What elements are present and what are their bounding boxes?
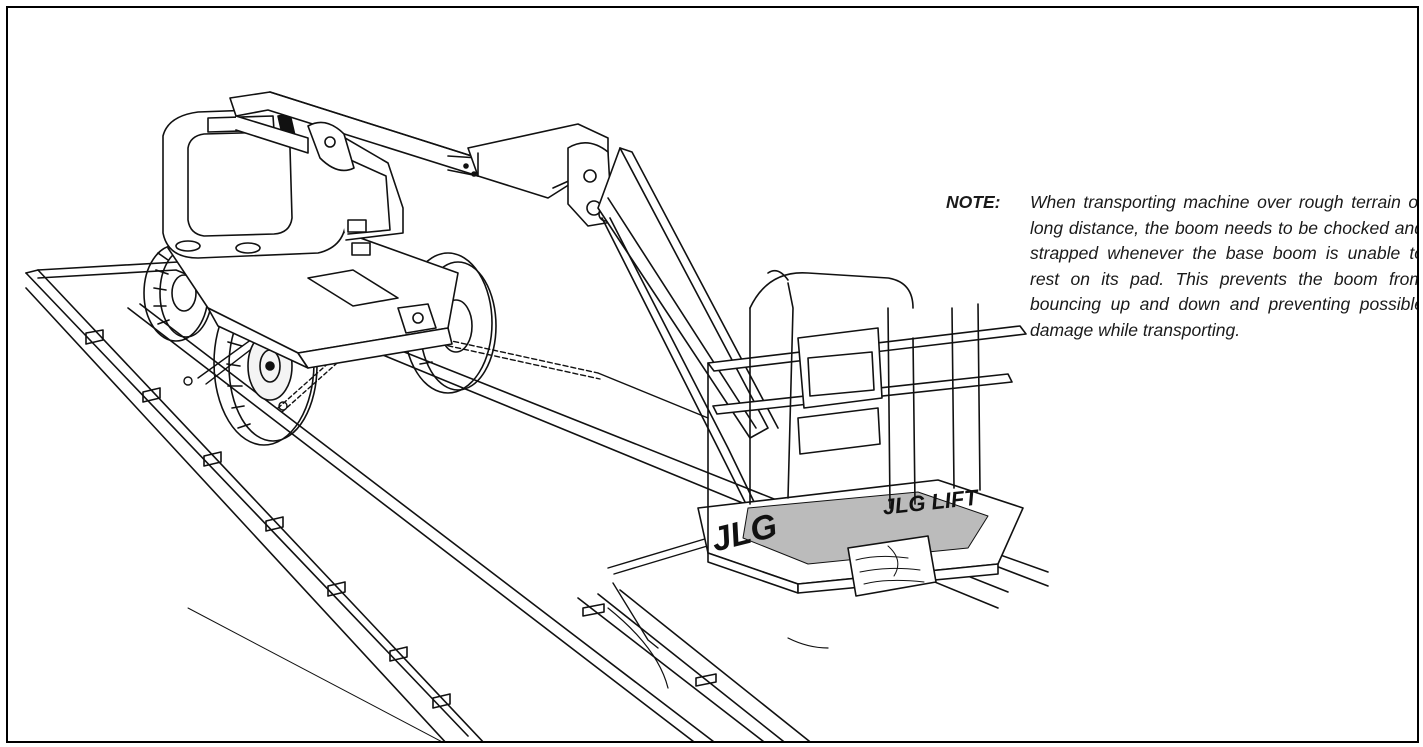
figure-frame: JLG JLG LIFT NOTE: When transporting mac… [6,6,1419,743]
boom-lift-transport-illustration: JLG JLG LIFT [25,91,1049,741]
work-platform: JLG JLG LIFT [697,269,1027,597]
chassis [167,229,459,369]
note-text: When transporting machine over rough ter… [1030,192,1419,340]
hoses [607,607,829,689]
jib-arm [597,147,779,524]
note-label: NOTE: [946,192,1001,212]
transport-note: NOTE: When transporting machine over rou… [946,190,1419,344]
